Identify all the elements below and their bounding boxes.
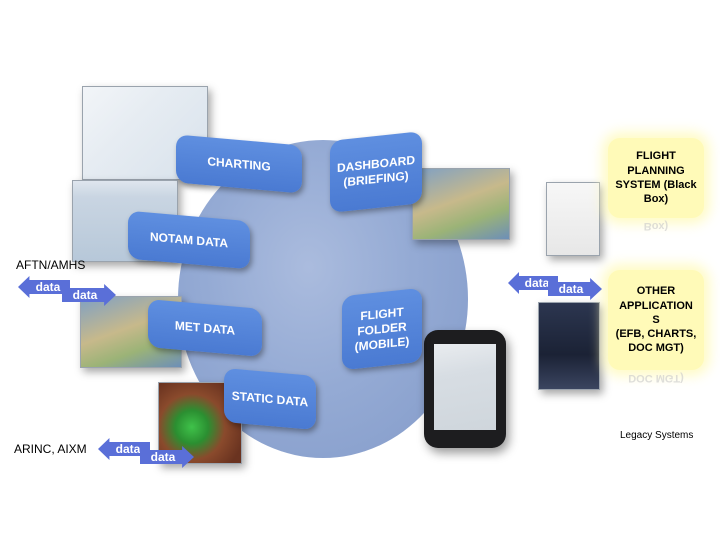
data-arrow-out-aftn: data [62,284,116,306]
other-apps-reflection: DOC MGT) [628,372,684,384]
module-static: STATIC DATA [224,367,316,431]
module-flight-folder-label: FLIGHT FOLDER (MOBILE) [354,304,410,354]
module-dashboard-label: DASHBOARD (BRIEFING) [337,152,415,190]
other-apps-photo [538,302,600,390]
aftn-label: AFTN/AMHS [16,258,86,272]
module-charting: CHARTING [176,134,302,194]
tablet-screen [434,344,496,430]
data-arrow-label: data [524,276,550,290]
flight-planning-reflection: Box) [643,220,669,232]
flight-planning-note: FLIGHT PLANNING SYSTEM (Black Box) [608,138,704,218]
data-arrow-in-arinc: data [98,438,150,460]
module-dashboard: DASHBOARD (BRIEFING) [330,131,422,213]
other-apps-label: OTHER APPLICATION S (EFB, CHARTS, DOC MG… [615,285,697,355]
legacy-systems-label: Legacy Systems [620,430,694,441]
tablet-device [424,330,506,448]
dashboard-screenshot [412,168,510,240]
module-met-label: MET DATA [174,317,236,338]
data-arrow-label: data [558,282,584,296]
data-arrow-label: data [72,288,98,302]
arinc-label: ARINC, AIXM [14,442,87,456]
data-arrow-label: data [35,280,61,294]
data-arrow-label: data [150,450,176,464]
module-flight-folder: FLIGHT FOLDER (MOBILE) [342,287,422,371]
module-charting-label: CHARTING [207,153,271,174]
module-static-label: STATIC DATA [231,388,309,409]
data-arrow-in-aftn: data [18,276,70,298]
module-met: MET DATA [148,299,262,357]
data-arrow-in-legacy: data [508,272,558,294]
data-arrow-out-legacy: data [548,278,602,300]
flight-planning-screenshot [546,182,600,256]
module-notam-label: NOTAM DATA [150,229,228,250]
data-arrow-label: data [115,442,141,456]
other-apps-note: OTHER APPLICATION S (EFB, CHARTS, DOC MG… [608,270,704,370]
data-arrow-out-arinc: data [140,446,194,468]
flight-planning-label: FLIGHT PLANNING SYSTEM (Black Box) [615,150,697,206]
